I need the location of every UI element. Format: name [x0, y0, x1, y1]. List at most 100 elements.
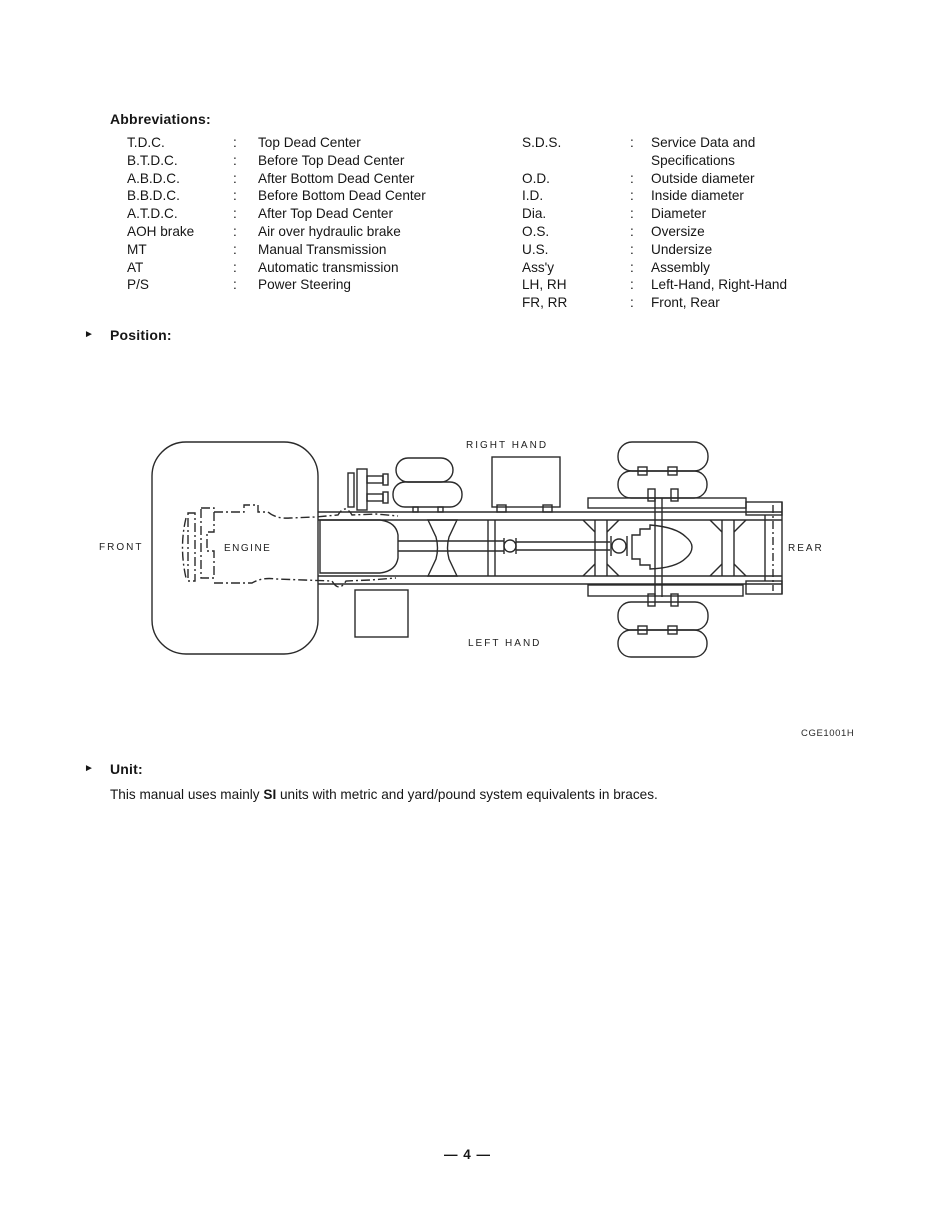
abbreviations-heading: Abbreviations: — [110, 111, 211, 127]
abbreviation-separator: : — [233, 259, 237, 275]
triangle-bullet-icon: ► — [84, 763, 94, 774]
abbreviation-term: P/S — [127, 277, 149, 293]
abbreviation-term: S.D.S. — [522, 135, 562, 150]
battery-box — [354, 589, 409, 638]
abbreviation-row: I.D. : Inside diameter — [522, 187, 787, 205]
differential-housing — [631, 524, 693, 570]
position-heading: Position: — [110, 327, 172, 343]
abbreviation-term: AOH brake — [127, 223, 195, 239]
abbreviation-definition: Front, Rear — [651, 295, 720, 311]
abbreviation-separator: : — [233, 170, 237, 186]
abbreviation-separator: : — [630, 277, 634, 293]
abbreviation-definition: Inside diameter — [651, 188, 744, 204]
abbreviations-table-right: S.D.S. : Service Data and Specifications… — [522, 134, 787, 312]
unit-section-header: ► Unit: — [0, 761, 935, 781]
abbreviation-definition: Top Dead Center — [258, 135, 361, 150]
abbreviation-row: U.S. : Undersize — [522, 241, 787, 259]
u-joint-front — [503, 539, 517, 553]
abbreviation-separator: : — [233, 241, 237, 257]
left-hand-label: LEFT HAND — [468, 638, 541, 649]
u-joint-rear — [611, 538, 627, 554]
rear-axle — [654, 498, 663, 597]
rear-wheels-left — [587, 584, 744, 658]
abbreviation-term: Dia. — [522, 206, 547, 222]
abbreviation-definition: Service Data and Specifications — [651, 135, 756, 168]
right-hand-label: RIGHT HAND — [466, 440, 548, 451]
abbreviation-term: B.T.D.C. — [127, 152, 178, 168]
position-section-header: ► Position: — [0, 327, 935, 347]
abbreviation-separator: : — [630, 135, 634, 150]
abbreviation-row: AT : Automatic transmission — [127, 259, 426, 277]
unit-heading: Unit: — [110, 761, 143, 777]
abbreviation-term: O.D. — [522, 170, 550, 186]
abbreviation-row: B.T.D.C. : Before Top Dead Center — [127, 152, 426, 170]
steering-gear-bracket — [347, 468, 389, 511]
abbreviation-term: U.S. — [522, 241, 549, 257]
abbreviation-term: A.T.D.C. — [127, 206, 178, 222]
abbreviation-separator: : — [630, 241, 634, 257]
rear-crossmember — [745, 501, 783, 595]
abbreviation-row: A.T.D.C. : After Top Dead Center — [127, 205, 426, 223]
abbreviation-term: AT — [127, 259, 144, 275]
fuel-tank — [491, 456, 561, 513]
driveshaft — [398, 536, 628, 556]
abbreviation-row: Dia. : Diameter — [522, 205, 787, 223]
abbreviation-definition: Left-Hand, Right-Hand — [651, 277, 788, 293]
abbreviation-term: I.D. — [522, 188, 544, 204]
figure-code: CGE1001H — [801, 728, 855, 739]
unit-text-suffix: units with metric and yard/pound system … — [276, 787, 658, 802]
abbreviation-definition: After Bottom Dead Center — [258, 170, 415, 186]
abbreviation-separator: : — [630, 188, 634, 204]
abbreviation-row: LH, RH : Left-Hand, Right-Hand — [522, 276, 787, 294]
abbreviation-term: MT — [127, 241, 147, 257]
abbreviation-row: Ass'y : Assembly — [522, 259, 787, 277]
abbreviation-term: B.B.D.C. — [127, 188, 180, 204]
engine-outline — [181, 504, 399, 588]
abbreviation-definition: Manual Transmission — [258, 241, 387, 257]
abbreviation-separator: : — [630, 206, 634, 222]
abbreviation-definition: Automatic transmission — [258, 259, 399, 275]
abbreviation-definition: Undersize — [651, 241, 713, 257]
abbreviation-row: FR, RR : Front, Rear — [522, 294, 787, 312]
abbreviation-separator: : — [233, 206, 237, 222]
cab-outline — [151, 441, 319, 655]
abbreviation-row: O.S. : Oversize — [522, 223, 787, 241]
chassis-top-view-diagram: FRONT ENGINE RIGHT HAND LEFT HAND REAR — [99, 440, 824, 658]
abbreviation-term: A.B.D.C. — [127, 170, 180, 186]
abbreviation-definition: Before Bottom Dead Center — [258, 188, 426, 204]
leaf-spring-right — [587, 497, 747, 509]
abbreviation-separator: : — [233, 223, 237, 239]
transmission — [319, 519, 399, 574]
abbreviation-term: FR, RR — [522, 295, 568, 311]
front-label: FRONT — [99, 542, 143, 553]
rear-label: REAR — [788, 543, 824, 554]
abbreviation-separator: : — [233, 135, 237, 150]
abbreviation-term: Ass'y — [522, 259, 555, 275]
page-number: — 4 — — [443, 1147, 491, 1162]
abbreviation-term: LH, RH — [522, 277, 567, 293]
abbreviation-row: O.D. : Outside diameter — [522, 170, 787, 188]
abbreviation-definition: Assembly — [651, 259, 710, 275]
abbreviation-separator: : — [630, 259, 634, 275]
unit-paragraph: This manual uses mainly SI units with me… — [110, 786, 830, 804]
abbreviation-row: S.D.S. : Service Data and Specifications — [522, 134, 787, 170]
engine-label: ENGINE — [224, 543, 271, 554]
abbreviation-definition: Oversize — [651, 223, 705, 239]
front-wheel — [392, 457, 463, 513]
abbreviation-definition: Air over hydraulic brake — [258, 223, 401, 239]
abbreviation-row: AOH brake : Air over hydraulic brake — [127, 223, 426, 241]
unit-text-si: SI — [263, 787, 277, 802]
abbreviation-separator: : — [630, 223, 634, 239]
abbreviation-row: P/S : Power Steering — [127, 276, 426, 294]
abbreviation-row: A.B.D.C. : After Bottom Dead Center — [127, 170, 426, 188]
abbreviation-separator: : — [630, 295, 634, 311]
abbreviation-separator: : — [233, 188, 237, 204]
abbreviation-definition: Before Top Dead Center — [258, 152, 405, 168]
abbreviation-term: T.D.C. — [127, 135, 165, 150]
abbreviation-term: O.S. — [522, 223, 550, 239]
abbreviation-separator: : — [233, 277, 237, 293]
unit-text-prefix: This manual uses mainly — [110, 787, 264, 802]
abbreviation-definition: After Top Dead Center — [258, 206, 394, 222]
crossmembers — [426, 519, 747, 577]
abbreviation-row: MT : Manual Transmission — [127, 241, 426, 259]
